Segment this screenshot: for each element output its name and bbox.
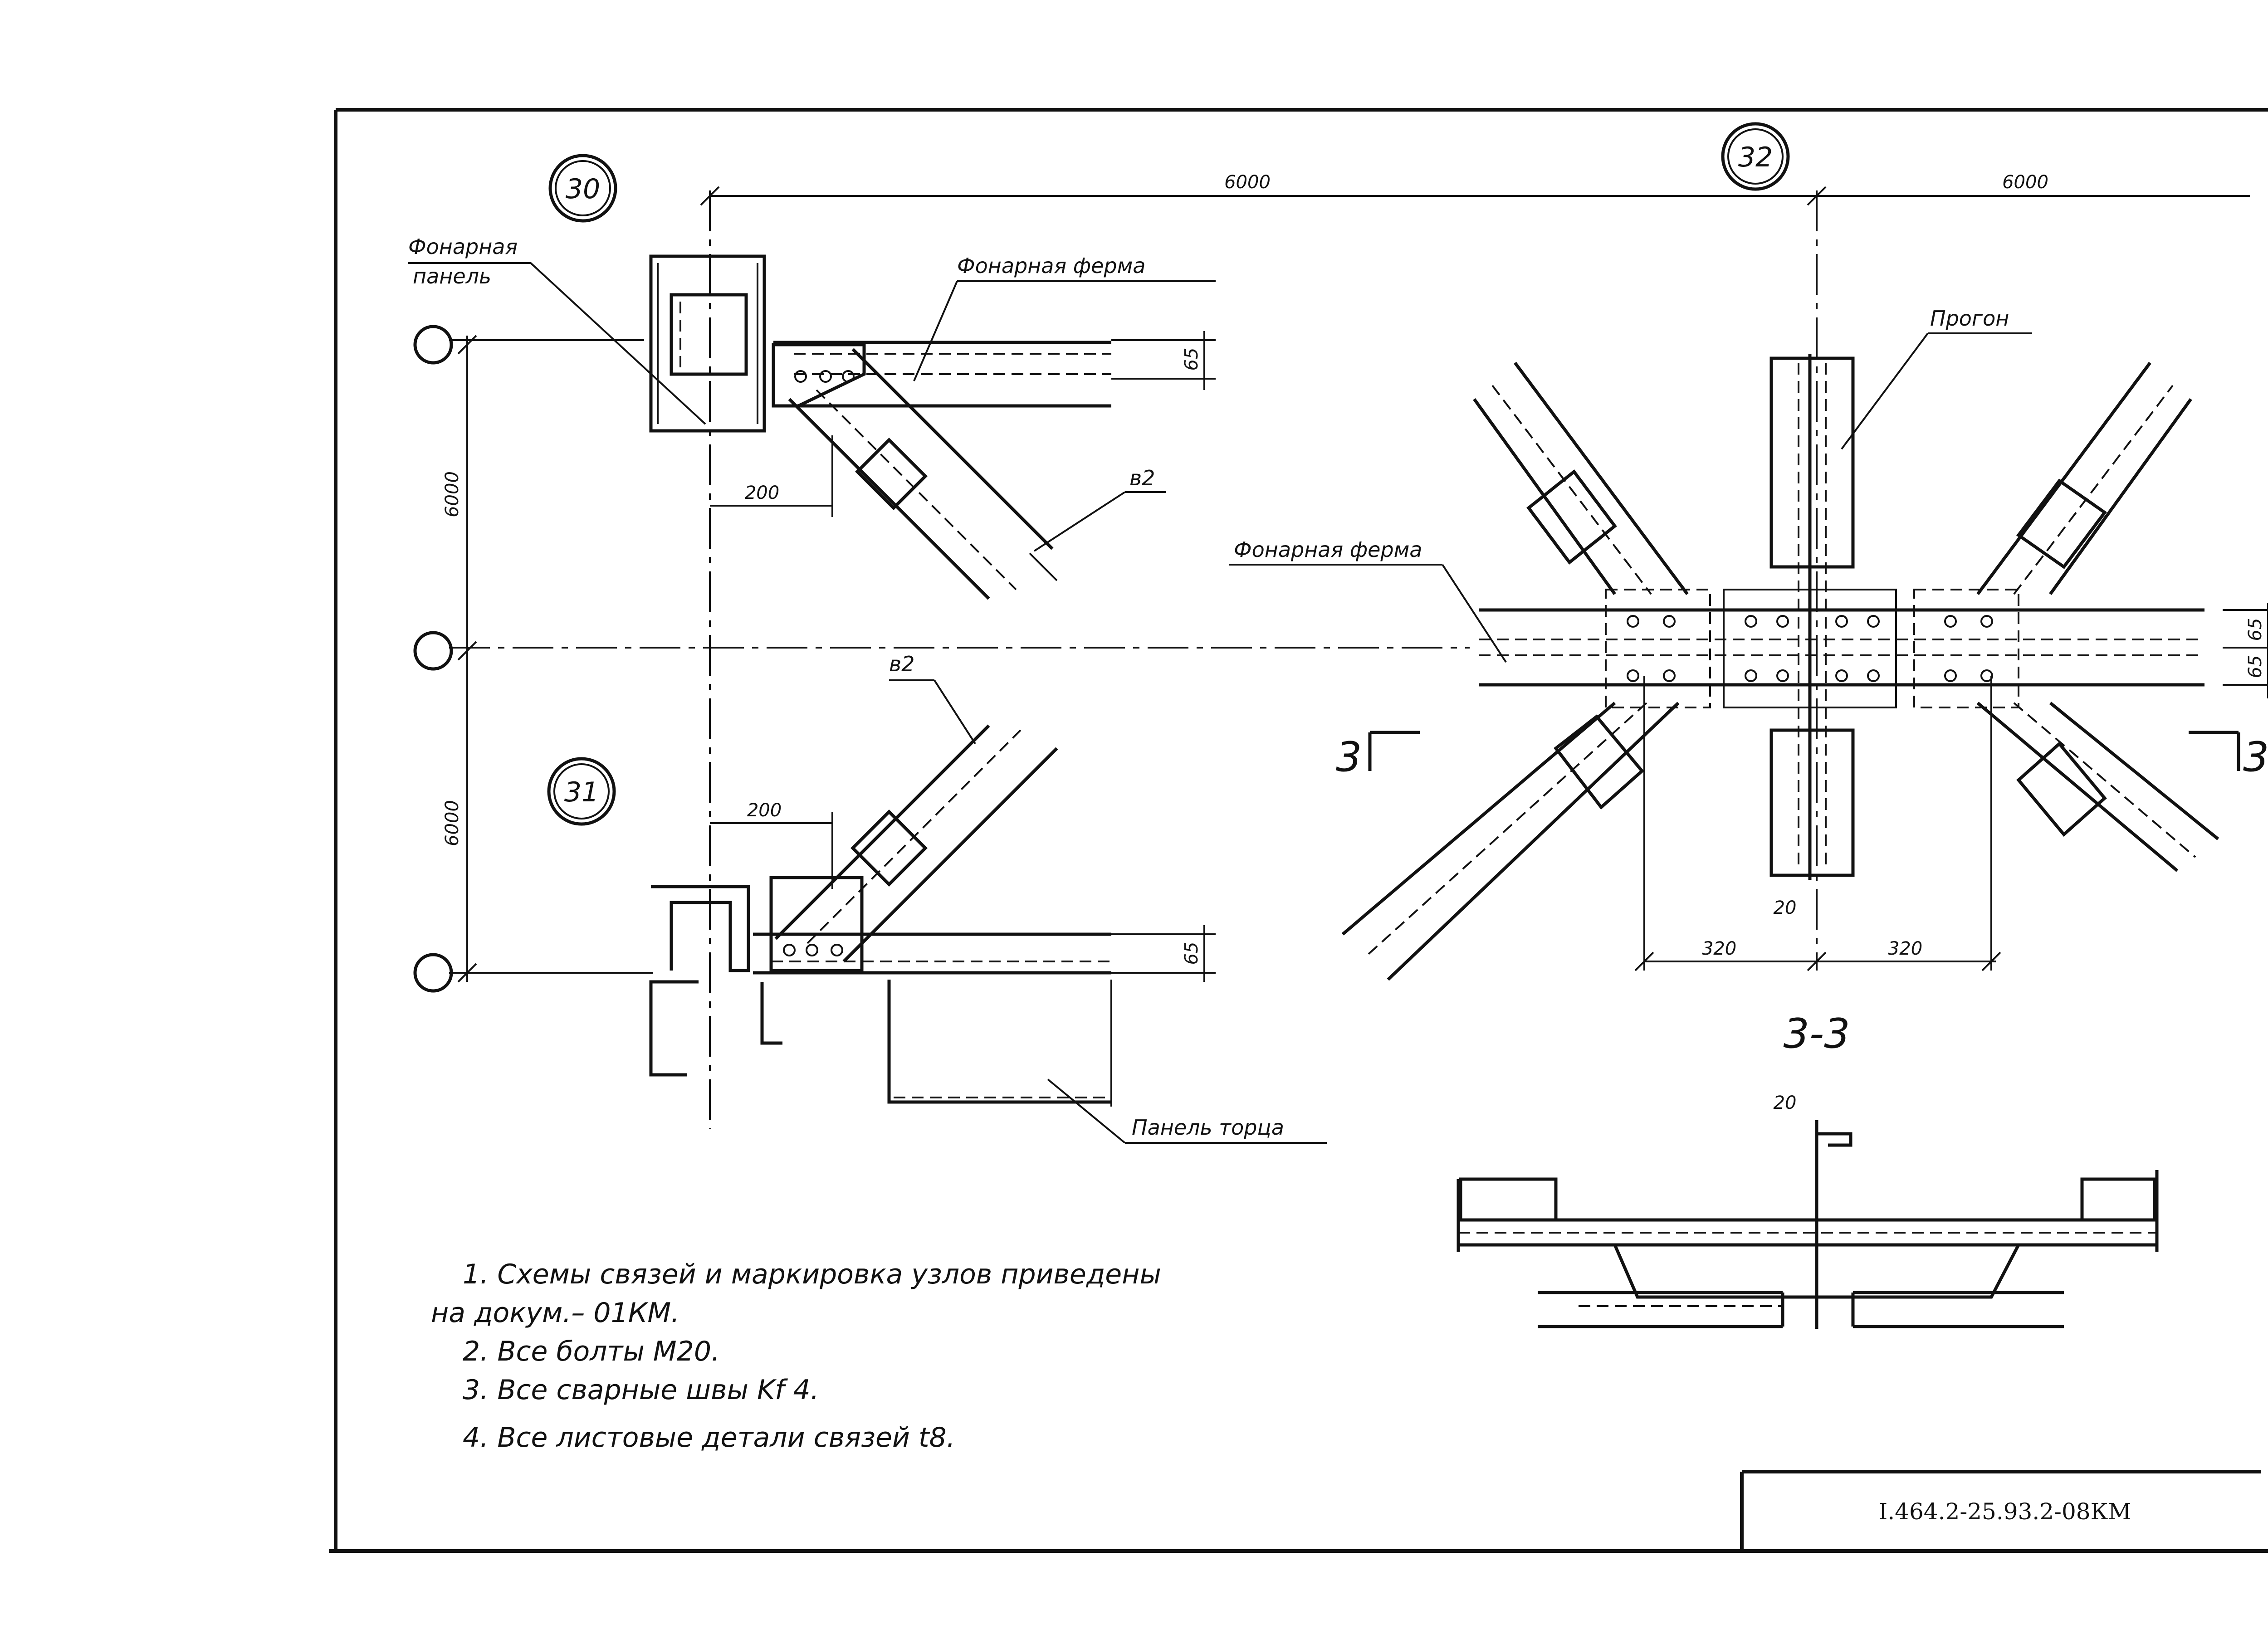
dim-span-right: 6000 bbox=[2002, 172, 2048, 193]
label-end-panel: Панель торца bbox=[1132, 1115, 1284, 1140]
note-1-cont: на докум.– 01КМ. bbox=[431, 1297, 679, 1329]
dim-h65-right-a: 65 bbox=[2245, 618, 2266, 641]
detail-32: 32 bbox=[1341, 122, 2240, 981]
detail-31: 31 bbox=[547, 724, 1112, 1107]
label-lantern-panel-1: Фонарная bbox=[408, 234, 518, 259]
dimension-lines bbox=[457, 186, 2268, 983]
label-brace-b2-bottom: в2 bbox=[889, 652, 914, 676]
label-purlin: Прогон bbox=[1930, 306, 2009, 331]
label-lantern-panel-2: панель bbox=[413, 264, 491, 288]
labels: 6000 6000 6000 6000 200 200 65 65 65 65 … bbox=[408, 172, 2268, 1140]
detail-number-31: 31 bbox=[564, 776, 599, 808]
section-mark-left: 3 bbox=[1336, 733, 1362, 781]
label-brace-b2-top: в2 bbox=[1129, 466, 1155, 490]
section-title-3-3: 3-3 bbox=[1784, 1010, 1850, 1058]
dim-gap20-section: 20 bbox=[1774, 1093, 1797, 1113]
note-2: 2. Все болты М20. bbox=[463, 1336, 720, 1367]
note-1: 1. Схемы связей и маркировка узлов приве… bbox=[463, 1259, 1161, 1290]
detail-callout-31 bbox=[547, 757, 616, 826]
dim-w320-left: 320 bbox=[1702, 938, 1736, 959]
dim-h65-bottom: 65 bbox=[1181, 942, 1202, 965]
document-code: I.464.2-25.93.2-08КМ bbox=[1879, 1498, 2131, 1525]
dim-h65-top: 65 bbox=[1181, 348, 1202, 371]
leader-lines bbox=[408, 262, 2032, 1144]
grid-bubble-bottom bbox=[413, 953, 453, 993]
detail-30: 30 bbox=[548, 154, 1111, 600]
axis-grid bbox=[413, 190, 1818, 1129]
title-block: I.464.2-25.93.2-08КМ bbox=[1879, 1498, 2131, 1525]
section-3-3 bbox=[1457, 1120, 2159, 1329]
sheet-frame bbox=[329, 108, 2268, 1553]
dim-vert-upper: 6000 bbox=[442, 471, 463, 517]
note-3: 3. Все сварные швы Kf 4. bbox=[463, 1374, 819, 1406]
dim-w320-right: 320 bbox=[1888, 938, 1922, 959]
detail-callout-30 bbox=[548, 154, 617, 223]
dim-vert-lower: 6000 bbox=[442, 800, 463, 846]
grid-bubble-middle bbox=[413, 631, 453, 671]
label-lantern-truss-32: Фонарная ферма bbox=[1234, 537, 1422, 562]
dim-offset-bottom: 200 bbox=[747, 800, 782, 821]
notes: 1. Схемы связей и маркировка узлов приве… bbox=[431, 1259, 1161, 1454]
detail-number-32: 32 bbox=[1738, 141, 1773, 173]
detail-callout-32 bbox=[1721, 122, 1790, 191]
section-mark-right: 3 bbox=[2243, 733, 2268, 781]
dim-h65-right-b: 65 bbox=[2245, 655, 2266, 678]
label-lantern-truss-30: Фонарная ферма bbox=[957, 254, 1145, 278]
detail-number-30: 30 bbox=[566, 173, 600, 205]
note-4: 4. Все листовые детали связей t8. bbox=[463, 1422, 955, 1454]
dim-span-left: 6000 bbox=[1224, 172, 1271, 193]
dim-gap20-plan: 20 bbox=[1774, 898, 1797, 918]
grid-bubble-top bbox=[413, 325, 453, 365]
dim-offset-top: 200 bbox=[745, 483, 779, 503]
